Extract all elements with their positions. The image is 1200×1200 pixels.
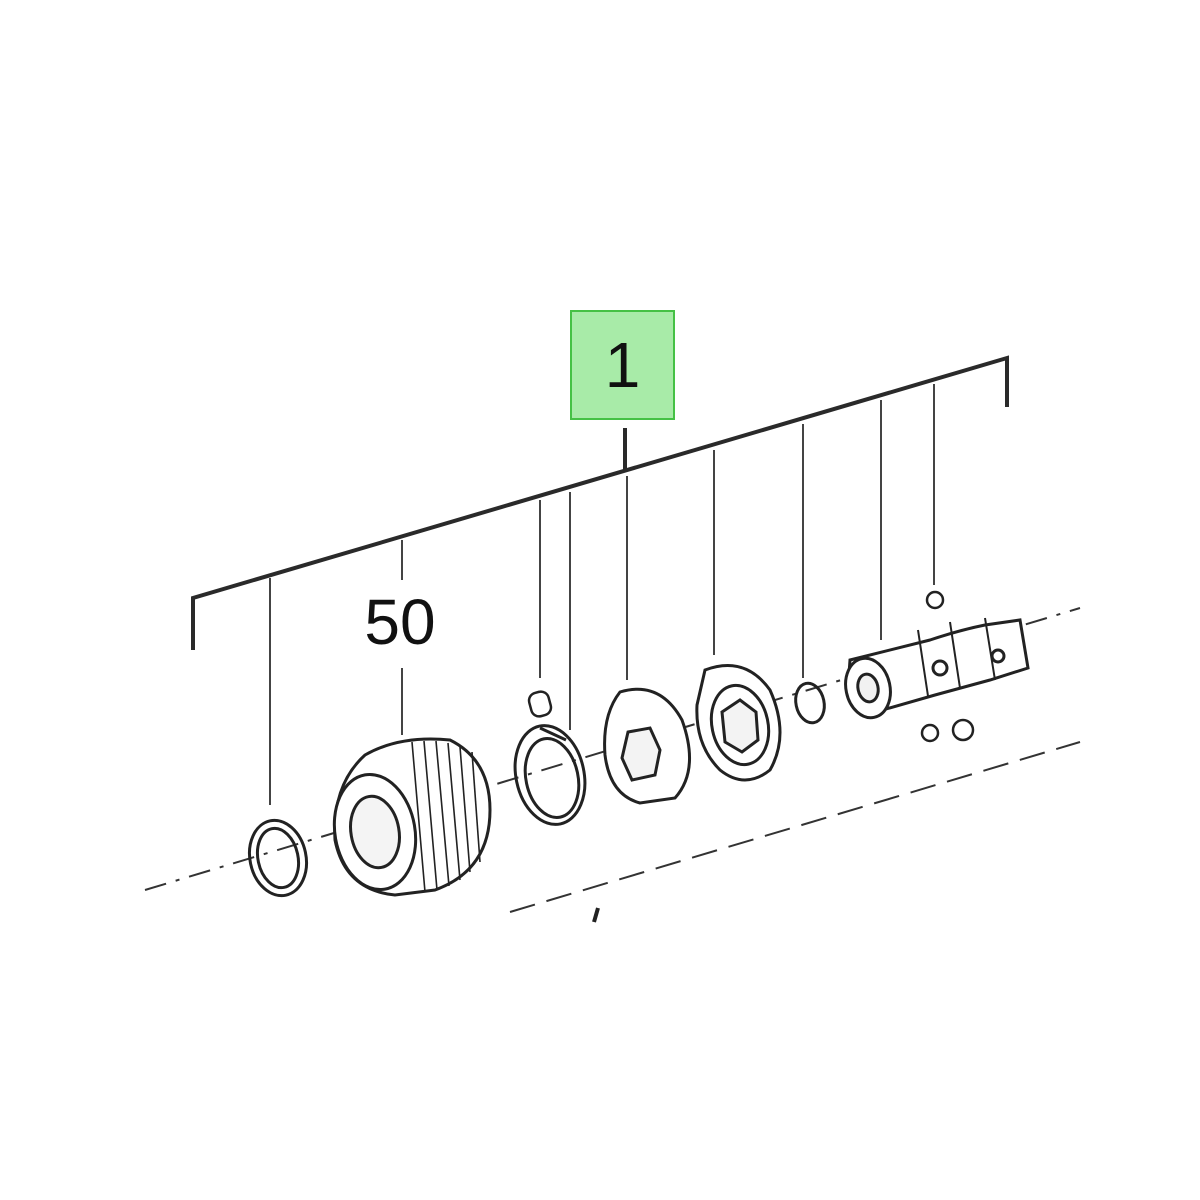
housing-outline-lines [509, 741, 1081, 913]
partial-glyph [592, 907, 600, 923]
spindle [844, 617, 1030, 720]
split-ring [513, 724, 587, 826]
cam-disc [695, 664, 782, 782]
pin [527, 690, 553, 718]
assembly-label-text: 1 [604, 329, 641, 401]
assembly-bracket [191, 355, 1009, 650]
callout-part-50: 50 [364, 586, 436, 658]
o-ring [794, 681, 826, 725]
assembly-label-box: 1 [570, 310, 675, 420]
knurled-sleeve [332, 737, 492, 897]
steel-balls [920, 590, 975, 743]
retaining-ring [247, 818, 309, 898]
leader-lines [269, 384, 935, 805]
notched-washer [603, 687, 692, 805]
